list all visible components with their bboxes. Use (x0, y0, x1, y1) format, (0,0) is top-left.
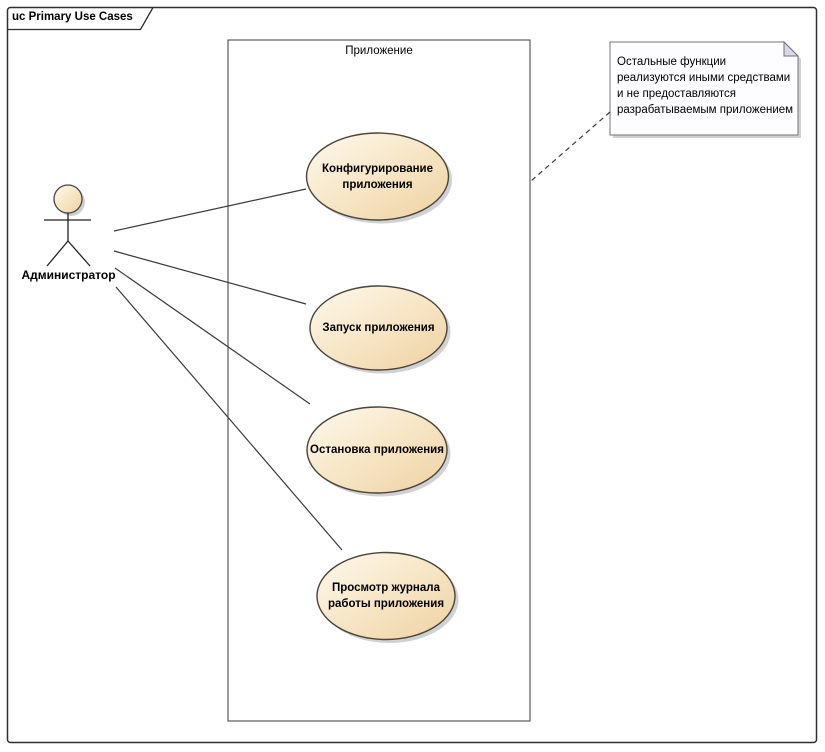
use-case-ellipse-viewlog (316, 551, 456, 641)
actor-left-leg (46, 240, 69, 267)
use-case-ellipse-configure (305, 132, 450, 221)
note (609, 41, 799, 136)
use-case-label-stop: Остановка приложения (310, 444, 444, 456)
association-actor-start (113, 250, 307, 305)
use-case-label-start: Запуск приложения (322, 322, 435, 334)
actor-administrator (44, 184, 91, 267)
actor-right-leg (67, 240, 91, 267)
actor-head-icon (53, 184, 83, 214)
use-case-label-configure: Конфигурирование приложения (321, 163, 434, 191)
use-case-ellipse-start (309, 285, 448, 371)
frame-tab (7, 7, 154, 31)
association-actor-configure (113, 188, 307, 232)
actor-label: Администратор (21, 268, 116, 282)
system-boundary-label: Приложение (345, 45, 413, 57)
use-case-ellipse-stop (306, 406, 448, 494)
note-fold-icon (783, 40, 800, 57)
association-actor-viewlog (115, 286, 343, 551)
use-case-label-viewlog: Просмотр журнала работы приложения (327, 582, 445, 610)
association-actor-stop (114, 267, 311, 405)
note-text: Остальные функции реализуются иными сред… (617, 56, 794, 116)
frame-title: uc Primary Use Cases (12, 11, 133, 23)
